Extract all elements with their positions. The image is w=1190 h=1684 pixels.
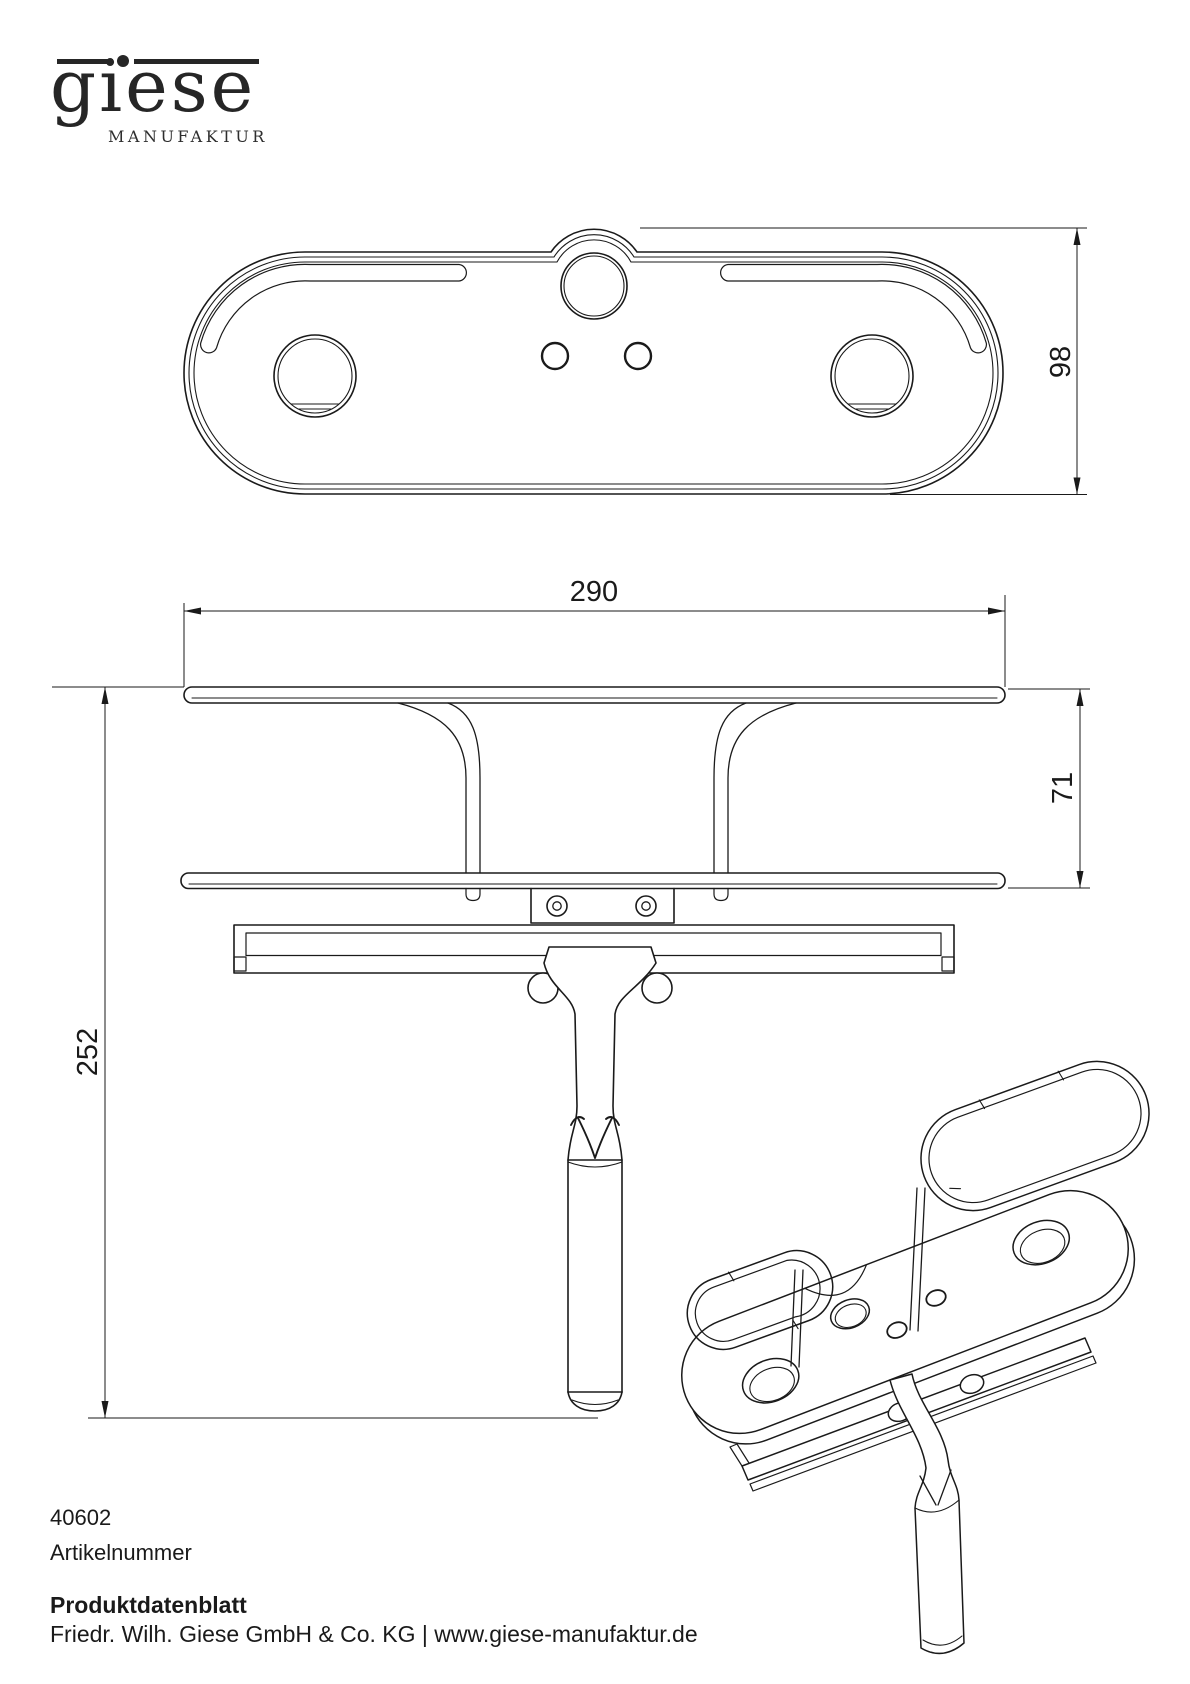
rail-leg-right	[713, 702, 797, 874]
logo-brand-text: giese	[50, 44, 257, 128]
plate-iso-hole-right-inner	[1019, 1228, 1066, 1264]
arrow-down-icon	[1076, 871, 1084, 888]
leg-foot-right	[713, 887, 729, 902]
plate-outline-inner2	[193, 239, 994, 485]
logo-subtitle: MANUFAKTUR	[108, 127, 268, 146]
screw-left-center	[552, 901, 562, 911]
iso-handle-notch	[919, 1469, 952, 1506]
iso-hoop-back	[920, 1060, 1150, 1212]
handle-grip-top	[567, 1161, 623, 1168]
front-view-drawing	[180, 686, 1006, 1412]
shelf-bar	[180, 872, 1006, 890]
arrow-up-icon	[1076, 689, 1084, 706]
article-number-label: Artikelnummer	[50, 1540, 192, 1565]
squeegee-handle-upper	[543, 946, 657, 1161]
top-view-drawing	[183, 228, 1004, 495]
logo-rule-left	[57, 59, 113, 64]
article-number: 40602	[50, 1505, 112, 1530]
document-type-title: Produktdatenblatt	[50, 1592, 247, 1618]
mounting-hole-inner	[563, 255, 625, 317]
iso-squeegee-end	[729, 1443, 750, 1467]
screw-right	[635, 895, 657, 917]
dimension-label-71: 71	[1047, 772, 1079, 804]
iso-roller	[959, 1373, 985, 1395]
handle-shoulder-left	[570, 1116, 585, 1126]
screw-hole-left	[540, 341, 570, 371]
logo-dot-icon	[117, 55, 129, 67]
arrow-down-icon	[101, 1401, 109, 1418]
iso-post-back	[909, 1187, 926, 1332]
arrow-up-icon	[101, 687, 109, 704]
plate-iso-screw-hole	[925, 1289, 947, 1307]
isometric-view-drawing	[681, 1060, 1150, 1655]
squeegee-end-cap-right	[941, 956, 955, 972]
iso-handle-body	[889, 1373, 965, 1655]
iso-post-front	[790, 1269, 804, 1368]
plate-outline-outer	[183, 228, 1004, 495]
arrow-up-icon	[1073, 228, 1081, 245]
logo-rule-right	[134, 59, 259, 64]
mounting-hole	[560, 252, 628, 320]
roller-right	[641, 972, 673, 1004]
plate-iso-hole-right	[1012, 1219, 1071, 1266]
plate-iso-mount-hole	[829, 1298, 871, 1330]
dimension-label-252: 252	[72, 1028, 104, 1076]
company-website-line: Friedr. Wilh. Giese GmbH & Co. KG | www.…	[50, 1621, 698, 1647]
mounting-block	[530, 887, 675, 924]
handle-cap	[567, 1391, 623, 1412]
glass-holder-hole-right	[830, 334, 914, 418]
handle-grip	[567, 1159, 623, 1393]
iso-handle-grip-top	[914, 1499, 960, 1513]
dimension-depth-98	[640, 227, 1087, 495]
handle-cap-line	[571, 1399, 619, 1406]
leg-foot-left	[465, 887, 481, 902]
dimension-width-290	[183, 595, 1006, 687]
plate-iso-hole-left-inner	[749, 1366, 795, 1403]
arrow-left-icon	[184, 607, 201, 615]
screw-right-center	[641, 901, 651, 911]
plate-iso-mount-hole-inner	[834, 1303, 867, 1329]
glass-holder-hole-left	[273, 334, 357, 418]
handle-shoulder-right	[605, 1116, 620, 1126]
dimension-label-98: 98	[1045, 346, 1077, 378]
arrow-right-icon	[988, 607, 1005, 615]
arrow-down-icon	[1073, 477, 1081, 495]
plate-iso-bump	[804, 1264, 868, 1296]
plate-iso-screw-hole	[886, 1321, 908, 1339]
top-rail-bar	[183, 686, 1006, 704]
iso-hoop-front	[686, 1249, 834, 1351]
slot-left	[199, 263, 467, 354]
dimension-height-252	[52, 686, 598, 1419]
dimension-offset-71	[1008, 688, 1090, 889]
screw-left	[546, 895, 568, 917]
plate-outline-inner1	[188, 234, 999, 490]
plate-iso-hole-left	[741, 1357, 800, 1404]
screw-hole-right	[623, 341, 653, 371]
plate-iso-top	[681, 1189, 1129, 1435]
squeegee-end-cap-left	[233, 956, 247, 972]
slot-right	[720, 263, 988, 354]
rail-leg-left	[397, 702, 481, 874]
iso-handle-cap-line	[922, 1635, 963, 1646]
iso-squeegee-blade	[749, 1355, 1097, 1492]
handle-notch	[577, 1117, 613, 1159]
dimension-label-290: 290	[570, 576, 618, 608]
